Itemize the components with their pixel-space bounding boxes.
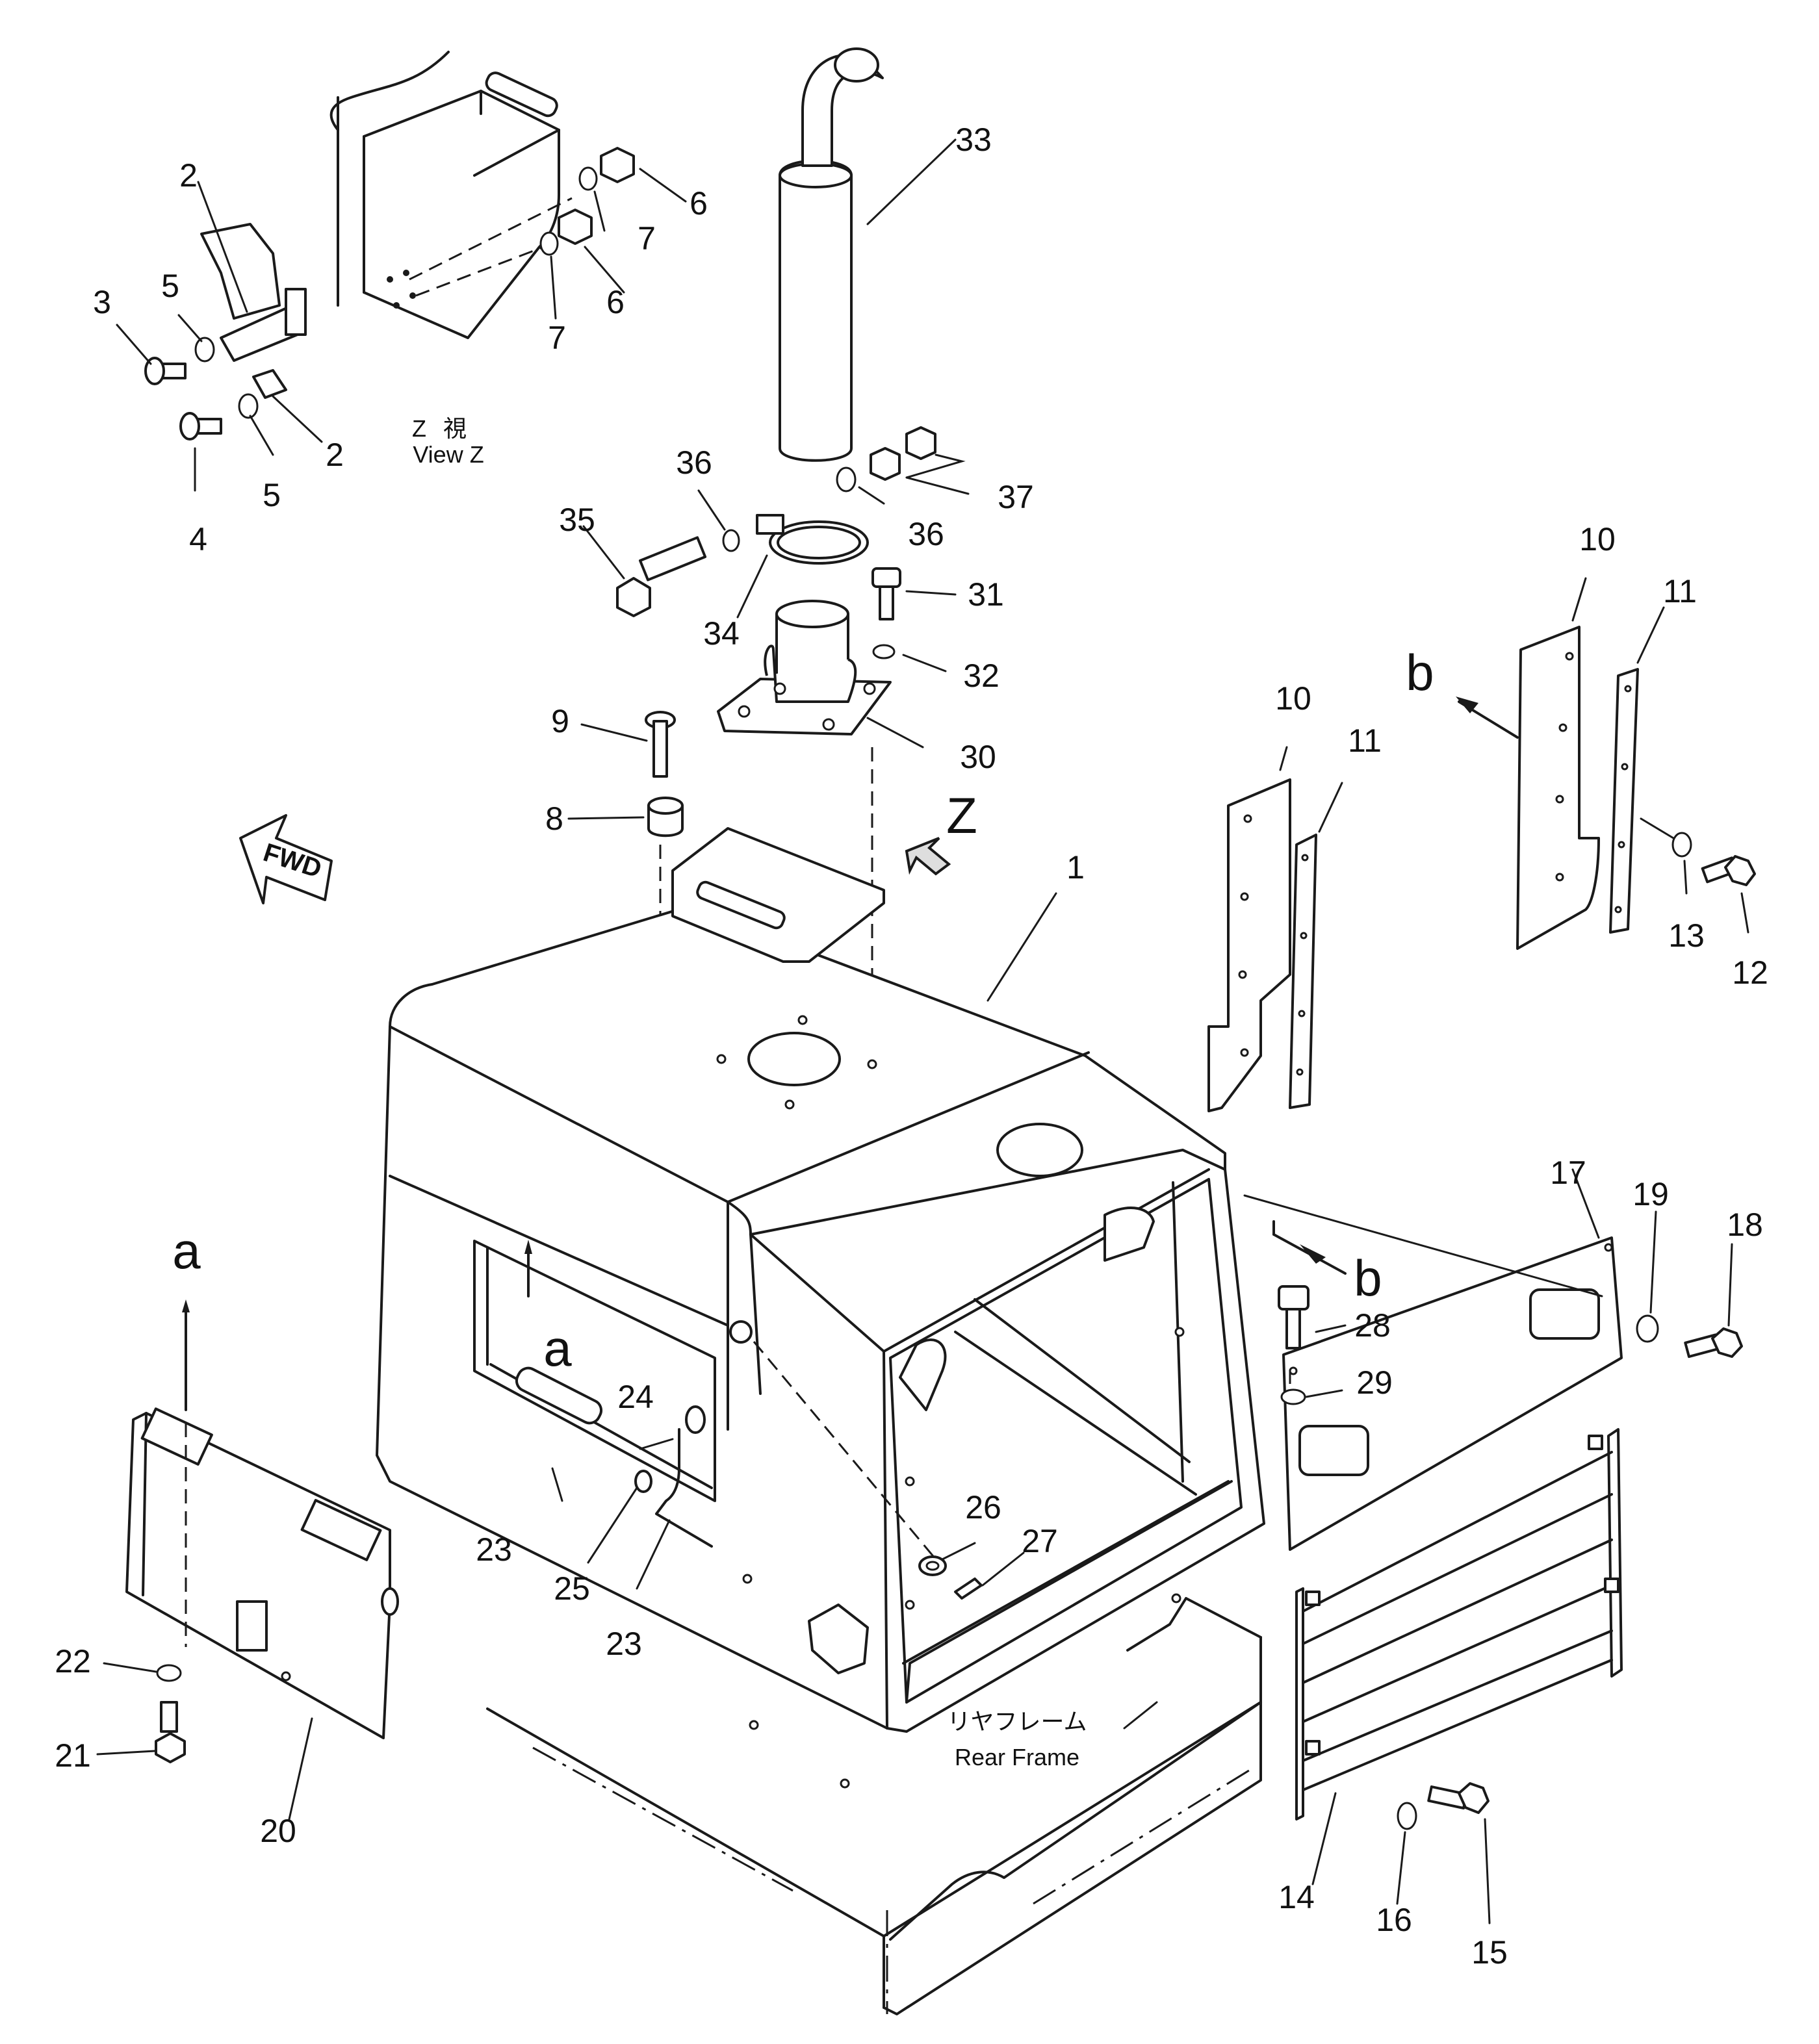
label-part-31: 31 [968,576,1004,613]
marker-view-z: Z [946,787,977,844]
label-part-20: 20 [260,1813,296,1849]
side-plates [1207,577,1756,1112]
label-part-7: 7 [548,320,566,356]
label-part-2: 2 [326,437,344,473]
label-part-37: 37 [998,479,1034,515]
label-part-30: 30 [960,739,996,775]
label-part-3: 3 [93,284,111,320]
label-part-27: 27 [1022,1523,1058,1559]
label-part-29: 29 [1356,1364,1393,1401]
muffler-assembly [582,47,970,1059]
label-part-10: 10 [1579,521,1616,557]
marker-a-hood: a [543,1320,572,1377]
label-part-1: 1 [1066,849,1085,886]
rear-frame-caption-en: Rear Frame [954,1744,1080,1770]
label-part-13: 13 [1668,917,1705,954]
label-part-25: 25 [554,1570,590,1607]
fwd-arrow [239,814,333,904]
hood-assembly [376,827,1265,1733]
label-part-24: 24 [617,1379,654,1415]
rear-frame-caption-jp: リヤフレーム [947,1708,1087,1735]
label-part-36: 36 [908,516,944,552]
label-part-2: 2 [179,157,198,194]
view-z-inset [116,51,687,492]
label-part-12: 12 [1732,954,1768,991]
label-part-7: 7 [638,220,656,257]
view-z-arrow [905,837,951,876]
label-part-17: 17 [1550,1155,1586,1191]
label-part-9: 9 [551,703,569,739]
label-part-8: 8 [545,800,563,837]
label-part-22: 22 [55,1643,91,1680]
marker-a-door: a [172,1222,201,1279]
label-part-36: 36 [676,444,712,481]
side-door [96,1299,399,1820]
label-part-35: 35 [559,502,595,538]
label-part-33: 33 [955,121,992,158]
rear-frame [486,1593,1262,2015]
view-z-caption-jp: Z 視 [412,415,472,442]
label-part-5: 5 [263,477,281,513]
label-part-5: 5 [161,268,179,304]
label-part-10: 10 [1275,680,1311,717]
label-part-23: 23 [476,1531,512,1568]
rear-grille [1243,1168,1743,1924]
label-part-6: 6 [690,185,708,222]
label-part-19: 19 [1632,1176,1669,1212]
label-part-26: 26 [965,1489,1001,1526]
label-part-14: 14 [1278,1879,1315,1915]
marker-b-plate: b [1406,644,1434,701]
label-part-23: 23 [606,1626,642,1662]
label-part-21: 21 [55,1737,91,1774]
label-part-34: 34 [703,615,740,652]
door-latch-parts [515,1240,713,1590]
label-part-11: 11 [1348,722,1382,759]
label-part-16: 16 [1376,1902,1412,1938]
label-part-32: 32 [963,658,1000,694]
mount-26-27 [729,1320,1025,1600]
label-part-18: 18 [1727,1207,1763,1243]
label-part-4: 4 [189,521,207,557]
label-part-11: 11 [1663,573,1697,609]
marker-b-hood: b [1354,1249,1382,1307]
label-part-6: 6 [606,284,625,320]
view-z-caption-en: View Z [413,441,484,468]
label-part-28: 28 [1354,1307,1391,1344]
label-part-15: 15 [1471,1934,1508,1971]
